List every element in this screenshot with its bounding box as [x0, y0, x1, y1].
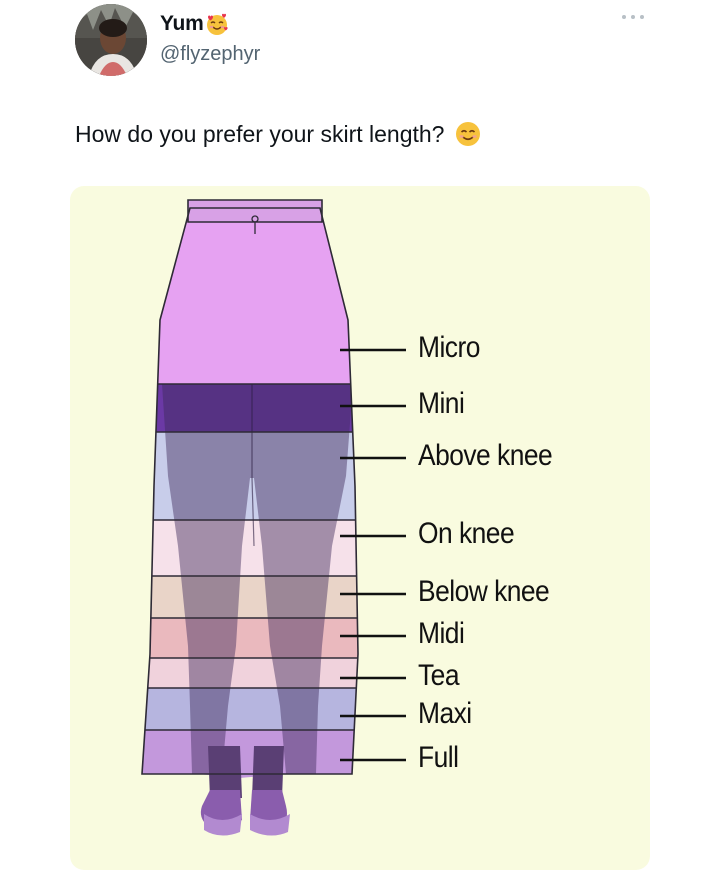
leader-lines	[340, 348, 406, 762]
feet-illustration	[200, 746, 290, 836]
skirt-band	[142, 520, 358, 576]
dot-icon	[631, 15, 635, 19]
skirt-band	[142, 688, 358, 730]
skirt-band	[142, 658, 358, 688]
waistband	[187, 199, 323, 223]
smiling-face-icon	[454, 120, 482, 148]
more-horizontal-icon[interactable]	[622, 12, 644, 22]
skirt-band	[142, 432, 358, 520]
tweet-text: How do you prefer your skirt length?	[75, 120, 482, 148]
skirt-band	[142, 730, 358, 778]
length-label: Micro	[418, 331, 480, 364]
tweet-text-body: How do you prefer your skirt length?	[75, 121, 445, 147]
length-label: Mini	[418, 387, 465, 420]
length-label: Above knee	[418, 439, 553, 472]
length-label: On knee	[418, 517, 515, 550]
length-label: Below knee	[418, 575, 550, 608]
display-name[interactable]: Yum	[160, 12, 204, 35]
user-handle[interactable]: @flyzephyr	[160, 43, 261, 65]
length-label: Midi	[418, 617, 465, 650]
dot-icon	[622, 15, 626, 19]
skirt-illustration	[141, 199, 406, 836]
skirt-band	[142, 576, 358, 618]
length-label: Tea	[418, 659, 460, 692]
legs-illustration	[162, 384, 353, 774]
name-row: Yum	[160, 12, 229, 36]
avatar-image	[75, 4, 147, 76]
avatar[interactable]	[75, 4, 147, 76]
skirt-band	[142, 384, 358, 432]
skirt-outline	[141, 207, 359, 775]
skirt-band	[142, 618, 358, 658]
length-label: Full	[418, 741, 459, 774]
length-label: Maxi	[418, 697, 472, 730]
smiling-face-with-hearts-icon	[205, 12, 229, 36]
dot-icon	[640, 15, 644, 19]
